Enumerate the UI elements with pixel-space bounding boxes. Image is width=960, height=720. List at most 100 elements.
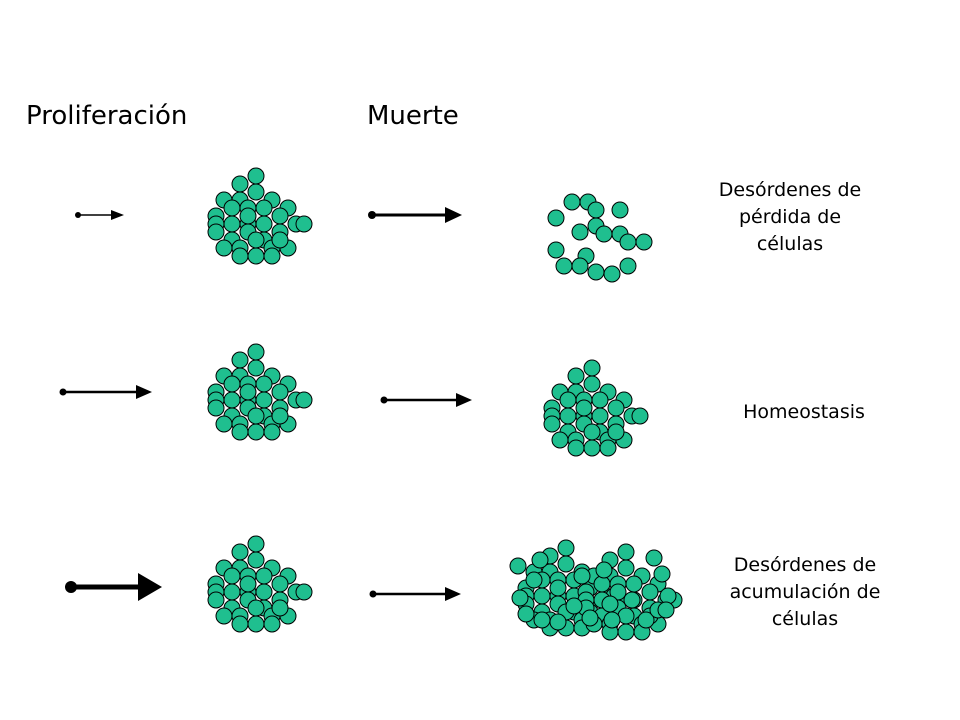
cell xyxy=(631,407,649,425)
arrow-head xyxy=(136,385,152,399)
cell xyxy=(599,439,617,457)
arrow-tail-dot xyxy=(65,581,77,593)
arrow-head xyxy=(445,207,462,223)
arrow-tail-dot xyxy=(369,590,377,598)
cell xyxy=(271,407,289,425)
arrow-tail-dot xyxy=(368,211,376,219)
cell xyxy=(231,543,249,561)
cell xyxy=(295,215,313,233)
cell xyxy=(247,535,265,553)
cell xyxy=(645,549,663,567)
cell xyxy=(517,605,535,623)
cell xyxy=(231,247,249,265)
cell xyxy=(295,583,313,601)
cell xyxy=(659,587,677,605)
cell xyxy=(593,575,611,593)
cell xyxy=(271,599,289,617)
cell xyxy=(255,583,273,601)
cell xyxy=(231,175,249,193)
cell xyxy=(641,583,659,601)
cell xyxy=(263,423,281,441)
cell xyxy=(231,351,249,369)
proliferation-arrow-accumulation xyxy=(65,573,162,601)
cell xyxy=(215,239,233,257)
arrow-tail-dot xyxy=(59,388,67,396)
cell xyxy=(567,367,585,385)
cell xyxy=(223,583,241,601)
cell xyxy=(533,611,551,629)
cell xyxy=(255,215,273,233)
outcome-line: Homeostasis xyxy=(743,401,865,423)
cell xyxy=(255,199,273,217)
cell xyxy=(587,201,605,219)
cell xyxy=(255,567,273,585)
arrow-head xyxy=(456,393,472,407)
cell xyxy=(207,223,225,241)
cell xyxy=(581,609,599,627)
cell xyxy=(617,543,635,561)
cell xyxy=(573,567,591,585)
cell xyxy=(591,391,609,409)
cell xyxy=(215,415,233,433)
arrow-tail-dot xyxy=(75,212,81,218)
cell xyxy=(231,423,249,441)
proliferation-arrow-loss xyxy=(75,210,124,220)
cell xyxy=(247,231,265,249)
cell xyxy=(223,199,241,217)
arrow-head xyxy=(445,587,461,601)
arrow-tail-dot xyxy=(380,396,388,404)
cell xyxy=(271,383,289,401)
cell xyxy=(255,391,273,409)
cell xyxy=(609,583,627,601)
cell xyxy=(611,201,629,219)
cell xyxy=(567,439,585,457)
cell xyxy=(603,265,621,283)
cell xyxy=(571,223,589,241)
header-proliferation: Proliferación xyxy=(26,101,188,131)
cell xyxy=(603,611,621,629)
cell xyxy=(207,399,225,417)
cell xyxy=(247,167,265,185)
cell xyxy=(247,247,265,265)
death-arrow-accumulation xyxy=(369,587,461,601)
outcome-line: pérdida de xyxy=(738,206,842,228)
cell xyxy=(531,551,549,569)
cell xyxy=(557,555,575,573)
outcome-line: Desórdenes de xyxy=(718,179,862,201)
cell xyxy=(263,247,281,265)
cell xyxy=(635,233,653,251)
cell xyxy=(583,375,601,393)
cell xyxy=(271,575,289,593)
arrow-head xyxy=(138,573,162,601)
cell xyxy=(637,611,655,629)
proliferation-arrow-homeostasis xyxy=(59,385,152,399)
cell xyxy=(239,383,257,401)
cell xyxy=(549,579,567,597)
cell xyxy=(657,601,675,619)
outcome-line: Desórdenes de xyxy=(733,554,877,576)
arrow-head xyxy=(111,210,124,220)
cell xyxy=(607,399,625,417)
cell xyxy=(511,589,529,607)
cell xyxy=(247,599,265,617)
cell xyxy=(583,439,601,457)
cell xyxy=(231,615,249,633)
cell xyxy=(223,567,241,585)
outcome-line: células xyxy=(756,233,824,255)
cell xyxy=(525,571,543,589)
cell xyxy=(607,423,625,441)
cell xyxy=(543,415,561,433)
cell xyxy=(583,359,601,377)
cell xyxy=(247,183,265,201)
cell xyxy=(547,209,565,227)
cell xyxy=(247,343,265,361)
cell xyxy=(617,607,635,625)
cell xyxy=(247,551,265,569)
cell xyxy=(271,207,289,225)
cell xyxy=(509,557,527,575)
outcome-label-accumulation: Desórdenes de acumulación de células xyxy=(705,552,905,633)
cell xyxy=(563,193,581,211)
cell xyxy=(595,561,613,579)
outcome-label-homeostasis: Homeostasis xyxy=(714,399,894,426)
cell xyxy=(551,431,569,449)
